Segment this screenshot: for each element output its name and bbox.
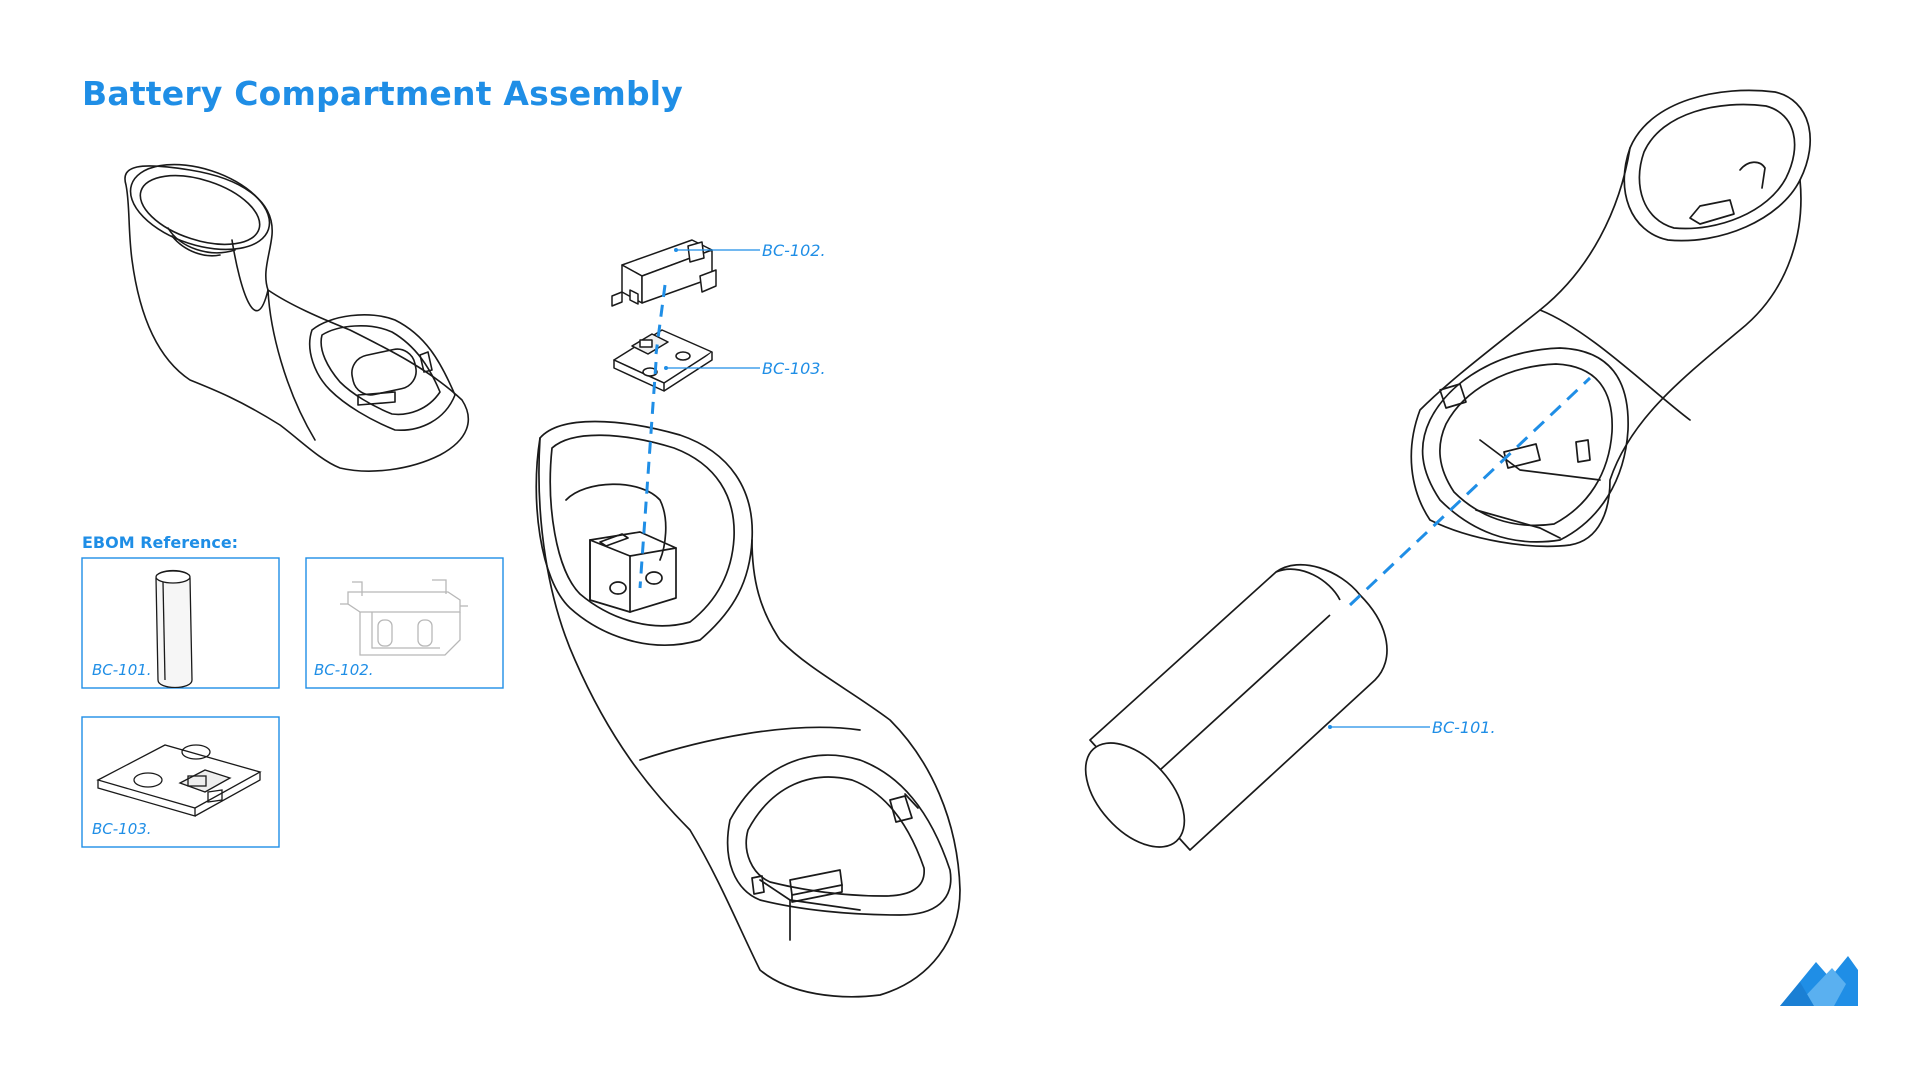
ebom-heading: EBOM Reference: (82, 533, 239, 552)
housing-thumbnail (124, 163, 470, 472)
page-title: Battery Compartment Assembly (82, 74, 684, 113)
callout-battery: BC-101. (1328, 718, 1496, 737)
callout-label-bc-101: BC-101. (1432, 718, 1496, 737)
ebom-label-bc-101: BC-101. (92, 661, 152, 679)
battery-thumb-icon (155, 569, 193, 688)
assembly-axis-right (1348, 376, 1592, 607)
ebom-box-bc-103: BC-103. (81, 716, 280, 848)
callout-label-bc-102: BC-102. (762, 241, 826, 260)
callout-board: BC-103. (664, 359, 826, 378)
callout-cover: BC-102. (674, 241, 826, 260)
ebom-box-bc-101: BC-101. (81, 557, 280, 689)
circuit-board-bc-103 (613, 329, 713, 392)
cover-ghost-icon (340, 579, 468, 656)
battery-bc-101 (1084, 563, 1388, 851)
housing-exploded-center (535, 420, 961, 998)
assembly-axis-center (638, 284, 667, 589)
ebom-label-bc-102: BC-102. (314, 661, 374, 679)
ebom-label-bc-103: BC-103. (92, 820, 152, 838)
ebom-box-bc-102: BC-102. (305, 557, 504, 689)
callout-label-bc-103: BC-103. (762, 359, 826, 378)
mountain-logo-icon (1780, 956, 1858, 1006)
circuit-board-thumb-icon (96, 744, 262, 817)
cover-bc-102 (611, 239, 717, 307)
housing-exploded-right (1410, 89, 1812, 548)
